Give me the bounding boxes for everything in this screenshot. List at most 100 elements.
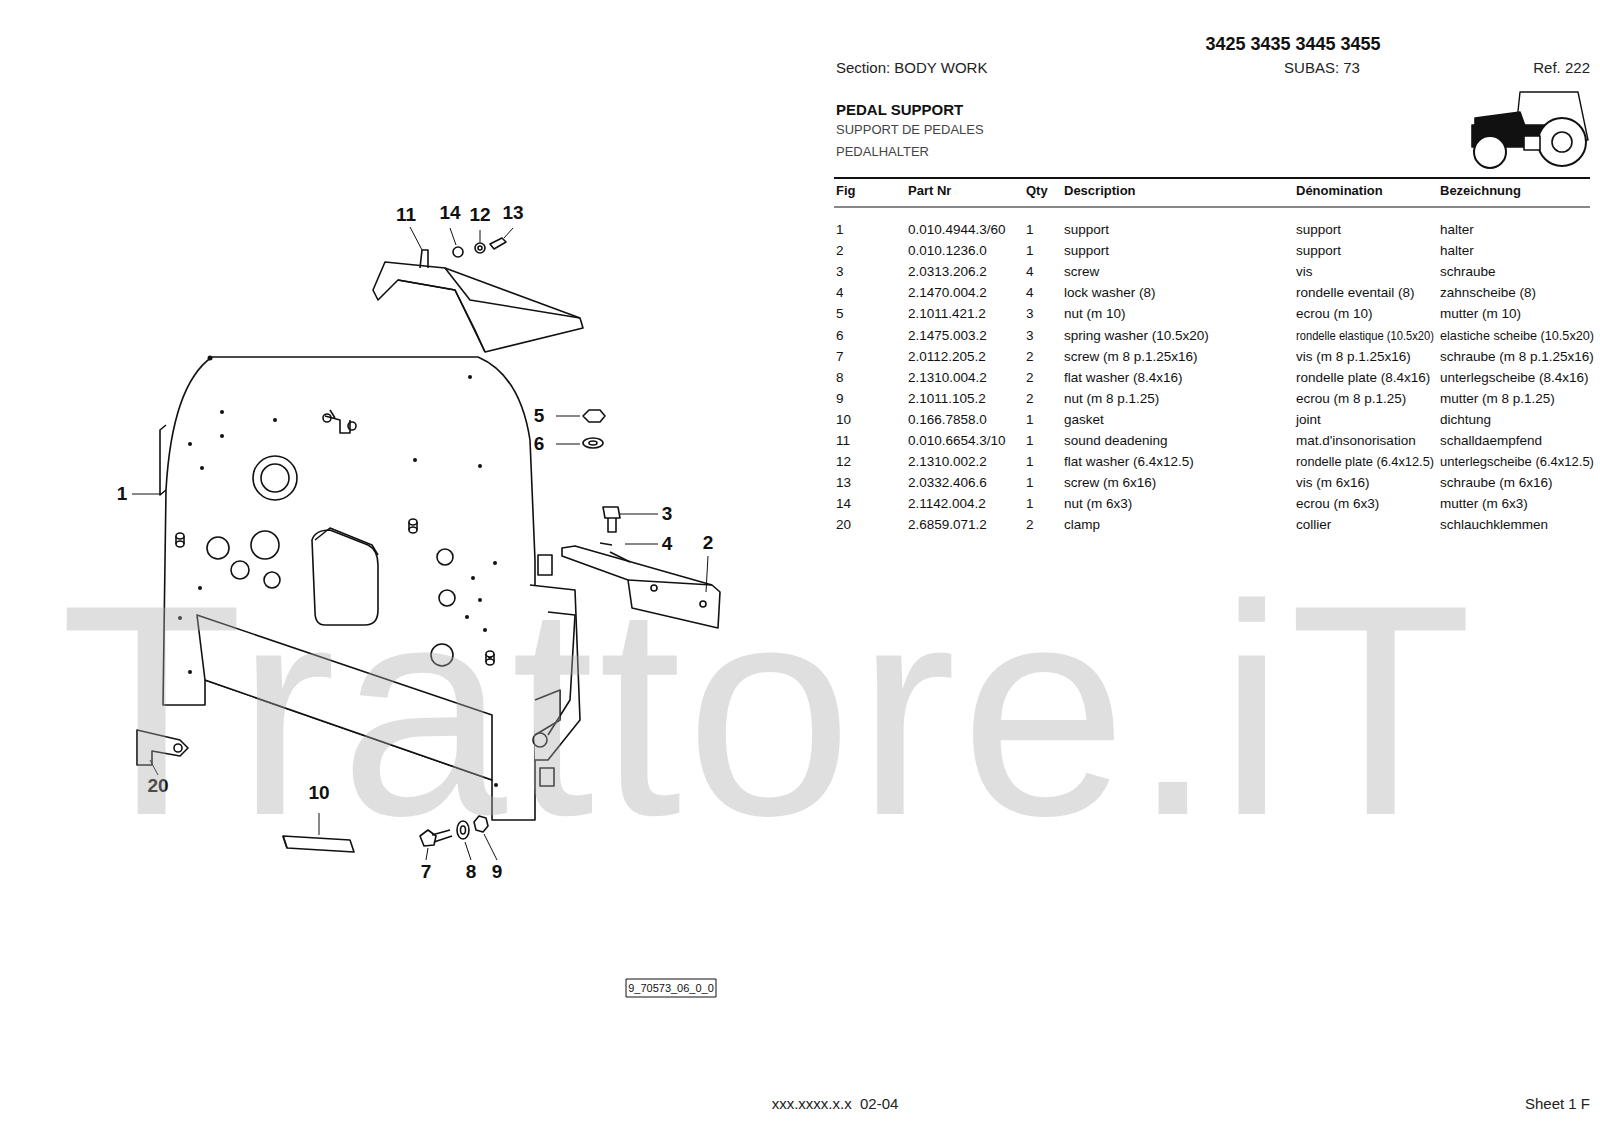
table-cell: 6 — [836, 328, 844, 344]
tractor-icon — [1472, 92, 1588, 168]
table-cell: rondelle eventail (8) — [1296, 285, 1415, 301]
table-cell: clamp — [1064, 517, 1100, 533]
table-cell: screw (m 6x16) — [1064, 475, 1156, 491]
ref-number: Ref. 222 — [1533, 59, 1590, 76]
table-cell: 2.0112.205.2 — [908, 349, 986, 365]
table-cell: rondelle elastique (10.5x20) — [1296, 328, 1434, 344]
table-cell: mat.d'insonorisation — [1296, 433, 1416, 449]
table-header: Qty — [1026, 184, 1048, 199]
callout-number: 11 — [395, 204, 417, 226]
subas-code: SUBAS: 73 — [1284, 59, 1360, 76]
table-cell: unterlegscheibe (6.4x12.5) — [1440, 454, 1594, 470]
table-cell: schraube (m 6x16) — [1440, 475, 1553, 491]
table-cell: nut (m 10) — [1064, 306, 1126, 322]
table-cell: 4 — [1026, 264, 1034, 280]
table-cell: 5 — [836, 306, 844, 322]
table-cell: joint — [1296, 412, 1321, 428]
table-cell: halter — [1440, 243, 1474, 259]
table-cell: 2 — [1026, 349, 1034, 365]
table-header: Part Nr — [908, 184, 951, 199]
table-cell: dichtung — [1440, 412, 1491, 428]
table-cell: 2.1310.002.2 — [908, 454, 987, 470]
table-cell: ecrou (m 6x3) — [1296, 496, 1379, 512]
table-cell: 0.010.4944.3/60 — [908, 222, 1006, 238]
drawing-reference: 9_70573_06_0_0 — [628, 982, 714, 995]
callout-number: 4 — [661, 533, 674, 555]
table-cell: rondelle plate (8.4x16) — [1296, 370, 1430, 386]
callout-number: 5 — [533, 405, 546, 427]
table-cell: 1 — [1026, 496, 1034, 512]
table-cell: 0.010.1236.0 — [908, 243, 987, 259]
table-cell: 10 — [836, 412, 851, 428]
table-cell: schraube (m 8 p.1.25x16) — [1440, 349, 1594, 365]
table-cell: elastiche scheibe (10.5x20) — [1440, 328, 1594, 344]
table-cell: 1 — [1026, 475, 1034, 491]
table-cell: 1 — [1026, 454, 1034, 470]
title-german: PEDALHALTER — [836, 145, 929, 160]
table-cell: flat washer (8.4x16) — [1064, 370, 1183, 386]
table-cell: 2.1310.004.2 — [908, 370, 987, 386]
callout-number: 13 — [501, 202, 524, 224]
callout-number: 14 — [438, 202, 461, 224]
table-cell: 4 — [1026, 285, 1034, 301]
table-cell: mutter (m 6x3) — [1440, 496, 1528, 512]
table-cell: support — [1296, 222, 1341, 238]
table-cell: screw (m 8 p.1.25x16) — [1064, 349, 1198, 365]
table-cell: 2 — [1026, 517, 1034, 533]
watermark: Trattore.iT — [60, 560, 1476, 860]
table-cell: nut (m 8 p.1.25) — [1064, 391, 1159, 407]
table-cell: 3 — [836, 264, 844, 280]
table-cell: 2.6859.071.2 — [908, 517, 987, 533]
callout-number: 6 — [533, 433, 546, 455]
table-header: Description — [1064, 184, 1136, 199]
table-cell: 8 — [836, 370, 844, 386]
table-cell: vis — [1296, 264, 1313, 280]
callout-number: 2 — [702, 532, 715, 554]
table-cell: ecrou (m 10) — [1296, 306, 1373, 322]
section-name: Section: BODY WORK — [836, 59, 987, 76]
callout-number: 12 — [468, 204, 491, 226]
table-cell: 20 — [836, 517, 851, 533]
table-cell: support — [1064, 243, 1109, 259]
table-cell: 1 — [1026, 222, 1034, 238]
table-cell: 2.1011.105.2 — [908, 391, 986, 407]
table-header: Dénomination — [1296, 184, 1383, 199]
table-cell: 12 — [836, 454, 851, 470]
table-cell: 3 — [1026, 306, 1034, 322]
callout-number: 3 — [661, 503, 674, 525]
table-cell: 1 — [1026, 412, 1034, 428]
table-cell: 2 — [1026, 370, 1034, 386]
table-cell: rondelle plate (6.4x12.5) — [1296, 454, 1434, 470]
table-cell: ecrou (m 8 p.1.25) — [1296, 391, 1406, 407]
table-cell: sound deadening — [1064, 433, 1168, 449]
callout-number: 9 — [491, 861, 504, 883]
table-cell: vis (m 6x16) — [1296, 475, 1370, 491]
page-title: PEDAL SUPPORT — [836, 101, 963, 118]
table-cell: nut (m 6x3) — [1064, 496, 1132, 512]
table-cell: mutter (m 8 p.1.25) — [1440, 391, 1555, 407]
table-cell: 0.010.6654.3/10 — [908, 433, 1006, 449]
footer-code: xxx.xxxx.x.x 02-04 — [772, 1095, 899, 1112]
table-cell: 2.1142.004.2 — [908, 496, 986, 512]
table-cell: 13 — [836, 475, 851, 491]
table-cell: spring washer (10.5x20) — [1064, 328, 1209, 344]
table-cell: 2.0332.406.6 — [908, 475, 987, 491]
table-cell: vis (m 8 p.1.25x16) — [1296, 349, 1411, 365]
table-cell: 2.1470.004.2 — [908, 285, 987, 301]
table-cell: screw — [1064, 264, 1099, 280]
table-cell: 4 — [836, 285, 844, 301]
table-cell: zahnscheibe (8) — [1440, 285, 1536, 301]
table-cell: 11 — [836, 433, 850, 449]
table-cell: schraube — [1440, 264, 1496, 280]
drawing-ref-box — [626, 979, 716, 997]
table-cell: 2.0313.206.2 — [908, 264, 987, 280]
table-cell: 0.166.7858.0 — [908, 412, 987, 428]
table-cell: 2 — [836, 243, 844, 259]
table-header: Bezeichnung — [1440, 184, 1521, 199]
table-cell: unterlegscheibe (8.4x16) — [1440, 370, 1589, 386]
screw-washer — [600, 507, 658, 545]
sheet-number: Sheet 1 F — [1525, 1095, 1590, 1112]
table-cell: halter — [1440, 222, 1474, 238]
callout-number: 7 — [420, 861, 433, 883]
table-cell: 7 — [836, 349, 844, 365]
